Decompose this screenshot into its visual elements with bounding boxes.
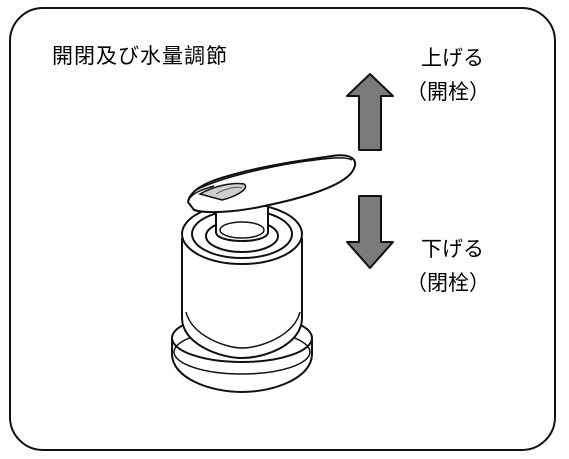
raise-label: 上げる — [421, 46, 484, 70]
up-arrow-icon — [346, 73, 394, 151]
lever-handle — [186, 154, 357, 214]
lower-note: （閉栓） — [406, 271, 490, 295]
faucet-body — [171, 203, 313, 394]
down-arrow-icon — [346, 195, 394, 269]
diagram-title: 開閉及び水量調節 — [52, 44, 228, 68]
lower-label: 下げる — [421, 237, 484, 261]
raise-note: （開栓） — [406, 80, 490, 104]
